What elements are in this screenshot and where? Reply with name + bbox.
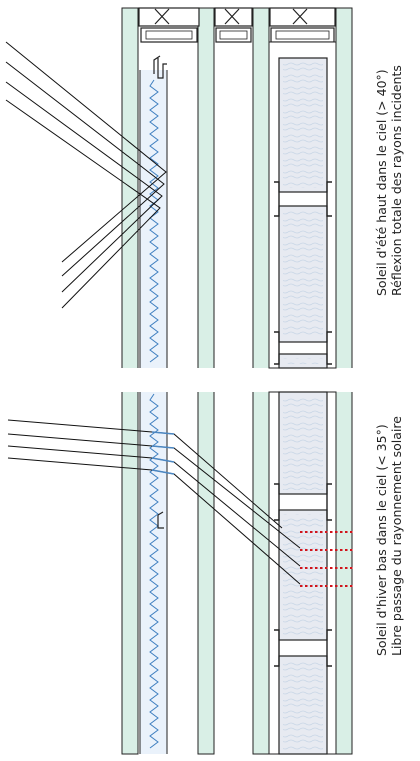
summer-ray-1 — [5, 41, 167, 263]
summer-caption-line-1: Soleil d'été haut dans le ciel (> 40°) — [374, 69, 389, 296]
prism-clip-top — [153, 55, 167, 79]
section-break — [110, 368, 370, 392]
summer-caption-line-2: Réflexion totale des rayons incidents — [389, 65, 404, 296]
insulation-panel — [268, 41, 337, 755]
transmitted-rays — [300, 531, 354, 587]
joint-profile — [274, 483, 332, 521]
prism-panel — [139, 55, 168, 754]
winter-caption-line-2: Libre passage du rayonnement solaire — [389, 416, 404, 656]
refraction-marks — [151, 431, 175, 475]
joint-profile — [274, 181, 332, 217]
top-profiles — [138, 7, 336, 43]
summer-rays — [5, 41, 167, 309]
summer-caption: Soleil d'été haut dans le ciel (> 40°) R… — [374, 65, 404, 296]
prism-clip-bottom — [157, 511, 164, 529]
summer-ray-3 — [5, 81, 163, 293]
winter-caption-line-1: Soleil d'hiver bas dans le ciel (< 35°) — [374, 424, 389, 656]
prism-zigzag-top — [149, 79, 159, 363]
winter-caption: Soleil d'hiver bas dans le ciel (< 35°) … — [374, 416, 404, 656]
summer-ray-4 — [5, 99, 161, 309]
joint-profile — [274, 629, 332, 667]
joint-profile — [274, 331, 332, 365]
prism-zigzag-bottom — [149, 393, 159, 749]
summer-ray-2 — [5, 61, 165, 277]
